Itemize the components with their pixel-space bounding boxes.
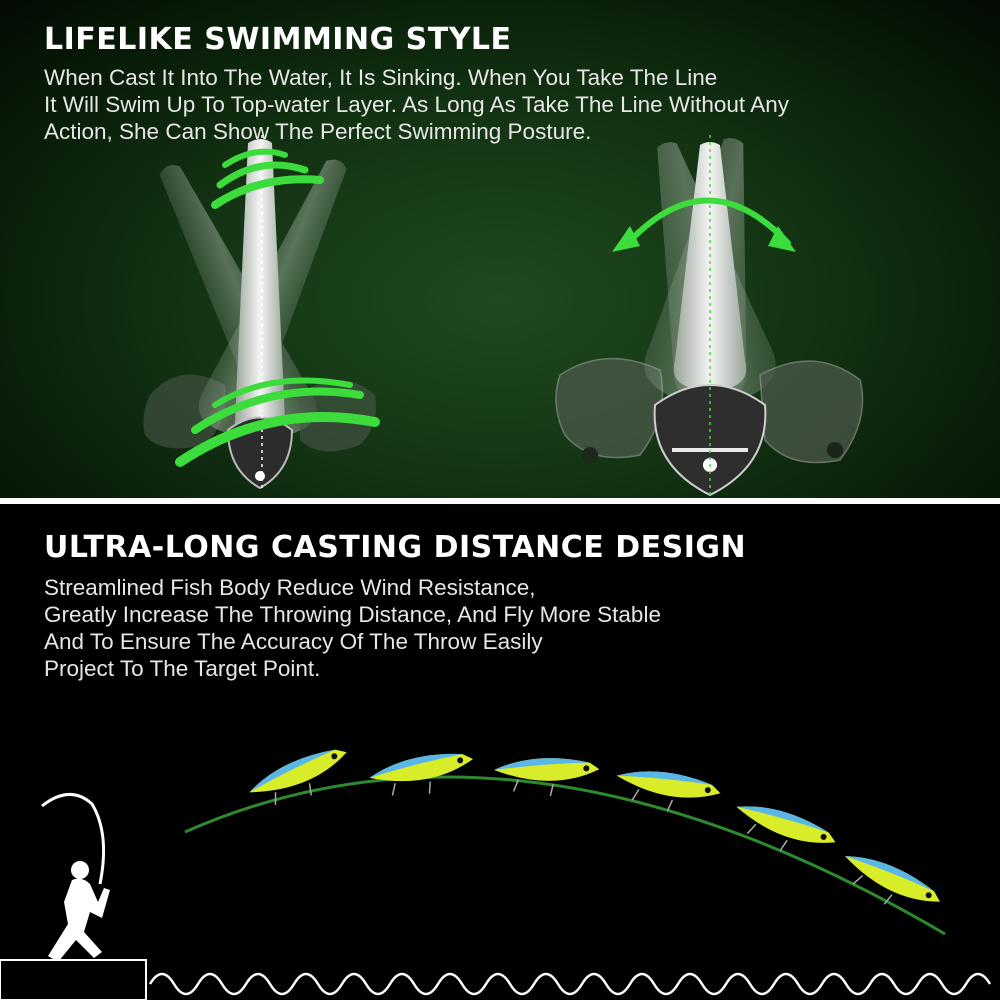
fishing-lure-icon xyxy=(736,806,836,851)
casting-distance-description: Streamlined Fish Body Reduce Wind Resist… xyxy=(44,574,661,682)
swimming-style-headline: LIFELIKE SWIMMING STYLE xyxy=(44,22,512,57)
lure-main-left xyxy=(226,135,294,490)
description-line: Project To The Target Point. xyxy=(44,656,321,681)
description-line: Action, She Can Show The Perfect Swimmin… xyxy=(44,119,592,144)
description-line: Greatly Increase The Throwing Distance, … xyxy=(44,602,661,627)
fishing-lure-icon xyxy=(616,771,721,812)
swimming-style-description: When Cast It Into The Water, It Is Sinki… xyxy=(44,64,789,145)
fishing-lure-icon xyxy=(249,749,347,805)
description-line: It Will Swim Up To Top-water Layer. As L… xyxy=(44,92,789,117)
swimming-lure-illustration xyxy=(143,135,864,497)
wave-icon xyxy=(148,972,992,996)
casting-distance-panel: ULTRA-LONG CASTING DISTANCE DESIGN Strea… xyxy=(0,504,1000,1000)
fishing-lure-icon xyxy=(494,758,600,797)
swim-arrow-icon xyxy=(612,197,796,252)
fisherman-silhouette-icon xyxy=(41,793,110,962)
description-line: Streamlined Fish Body Reduce Wind Resist… xyxy=(44,575,536,600)
lure-main-right xyxy=(653,135,767,497)
fishing-lure-icon xyxy=(369,753,474,796)
section-divider xyxy=(0,498,1000,504)
swimming-style-panel: LIFELIKE SWIMMING STYLE When Cast It Int… xyxy=(0,0,1000,498)
description-line: When Cast It Into The Water, It Is Sinki… xyxy=(44,65,718,90)
fishing-lure-icon xyxy=(845,856,940,905)
casting-illustration xyxy=(0,749,992,1000)
casting-platform xyxy=(0,959,147,1000)
swim-arrow-icon xyxy=(175,148,380,467)
description-line: And To Ensure The Accuracy Of The Throw … xyxy=(44,629,543,654)
casting-line xyxy=(184,775,946,936)
casting-distance-headline: ULTRA-LONG CASTING DISTANCE DESIGN xyxy=(44,530,747,565)
